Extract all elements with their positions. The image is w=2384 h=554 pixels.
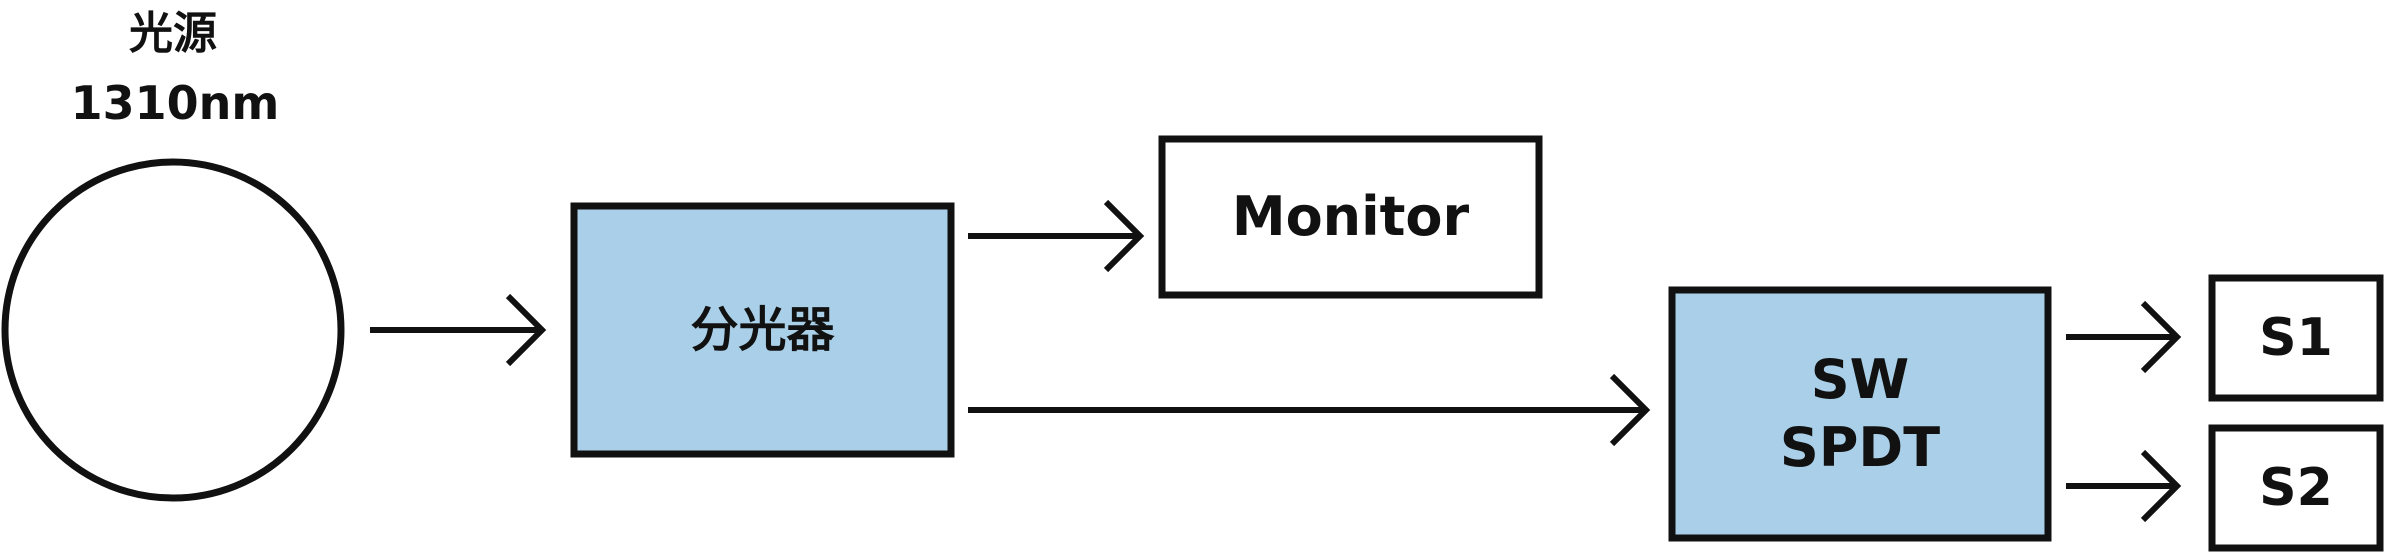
- s1-box: [2208, 274, 2384, 402]
- splitter-box: [570, 202, 955, 458]
- monitor-label: Monitor: [1231, 185, 1470, 248]
- light-source-wavelength: 1310nm: [70, 76, 280, 130]
- switch-label-line-1: SW: [1810, 347, 1910, 411]
- switch-label-line-2: SPDT: [1779, 416, 1941, 479]
- arrow-switch-to-s2: [2066, 449, 2182, 523]
- switch-label-group: SW SPDT: [1672, 290, 2048, 538]
- arrow-source-to-splitter: [370, 293, 547, 367]
- arrow-splitter-to-switch: [968, 373, 1651, 447]
- splitter-label: 分光器: [690, 302, 835, 358]
- arrow-splitter-to-monitor: [968, 199, 1145, 273]
- light-source-title: 光源: [129, 8, 217, 59]
- monitor-box: [1158, 135, 1543, 299]
- s2-label: S2: [2259, 458, 2333, 518]
- s1-label: S1: [2259, 308, 2333, 368]
- light-source-circle: [1, 158, 345, 502]
- arrow-switch-to-s1: [2066, 300, 2182, 374]
- s2-box: [2208, 424, 2384, 552]
- switch-box: [1668, 286, 2052, 542]
